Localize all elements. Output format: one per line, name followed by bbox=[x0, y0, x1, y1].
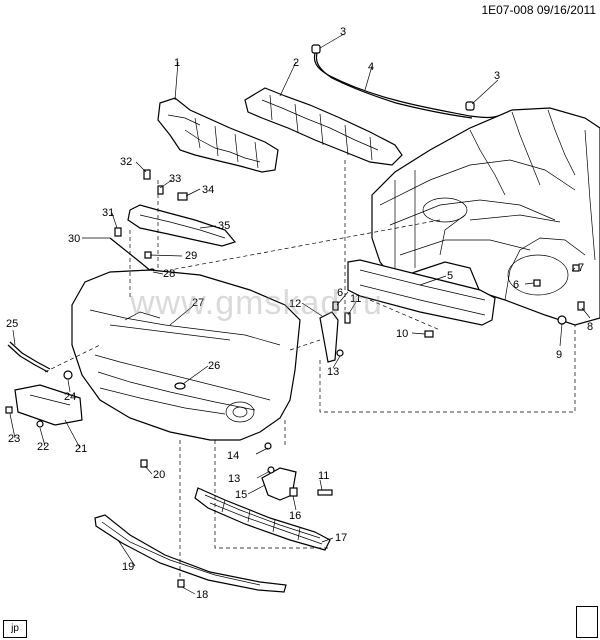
part-26-clip bbox=[174, 382, 186, 390]
part-35-bracket bbox=[127, 204, 237, 247]
part-10-bolt bbox=[424, 330, 434, 338]
part-8-bolt bbox=[577, 301, 585, 311]
callout-27: 27 bbox=[192, 297, 204, 309]
callout-labels: 1 2 3 3 4 5 6 6 7 8 9 10 11 11 12 13 13 … bbox=[6, 26, 593, 601]
callout-21: 21 bbox=[75, 443, 87, 455]
callout-25: 25 bbox=[6, 318, 18, 330]
alignment-lines bbox=[44, 160, 576, 580]
part-31-clip bbox=[114, 227, 122, 237]
callout-32: 32 bbox=[120, 156, 132, 168]
document-id: 1E07-008 09/16/2011 bbox=[481, 3, 596, 17]
callout-30: 30 bbox=[68, 233, 80, 245]
callout-6-right: 6 bbox=[513, 279, 519, 291]
part-16-bolt bbox=[289, 487, 298, 497]
callout-22: 22 bbox=[37, 441, 49, 453]
part-19-lower-spoiler bbox=[94, 514, 287, 593]
callout-1: 1 bbox=[174, 57, 180, 69]
callout-6-left: 6 bbox=[337, 287, 343, 299]
part-27-bumper-fascia bbox=[71, 269, 301, 441]
part-1-upper-fascia-support bbox=[157, 97, 279, 173]
part-22-fastener bbox=[36, 420, 44, 428]
part-24-clip bbox=[63, 370, 73, 380]
callout-11-upper: 11 bbox=[350, 293, 361, 305]
callout-10: 10 bbox=[396, 328, 408, 340]
part-23-fastener bbox=[5, 406, 13, 414]
callout-13-upper: 13 bbox=[327, 366, 339, 378]
part-34-label bbox=[177, 192, 188, 201]
callout-16: 16 bbox=[289, 510, 301, 522]
part-32-bolt bbox=[143, 169, 151, 180]
callout-35: 35 bbox=[218, 220, 230, 232]
leader-lines bbox=[9, 33, 591, 595]
callout-17: 17 bbox=[335, 532, 347, 544]
part-6-bolt-a bbox=[332, 301, 339, 311]
callout-5: 5 bbox=[447, 270, 453, 282]
callout-26: 26 bbox=[208, 360, 220, 372]
callout-15: 15 bbox=[235, 489, 247, 501]
callout-8: 8 bbox=[587, 321, 593, 333]
part-13-nut-a bbox=[336, 349, 344, 357]
callout-3-right: 3 bbox=[494, 70, 500, 82]
callout-33: 33 bbox=[169, 173, 181, 185]
part-7-bolt bbox=[572, 264, 580, 272]
callout-24: 24 bbox=[64, 391, 76, 403]
part-25-strip bbox=[7, 344, 49, 373]
callout-20: 20 bbox=[153, 469, 165, 481]
part-2-energy-absorber bbox=[244, 87, 403, 166]
part-14-clip bbox=[264, 442, 272, 450]
callout-12: 12 bbox=[289, 298, 301, 310]
callout-2: 2 bbox=[293, 57, 299, 69]
callout-23: 23 bbox=[8, 433, 20, 445]
callout-13-lower: 13 bbox=[228, 473, 240, 485]
callout-14: 14 bbox=[227, 450, 239, 462]
callout-19: 19 bbox=[122, 561, 134, 573]
vehicle-body-structure bbox=[371, 107, 600, 326]
callout-3-top: 3 bbox=[340, 26, 346, 38]
callout-7: 7 bbox=[578, 262, 584, 274]
callout-18: 18 bbox=[196, 589, 208, 601]
callout-4: 4 bbox=[368, 61, 374, 73]
part-11-bolt-a bbox=[344, 312, 351, 324]
part-18-fastener bbox=[177, 579, 185, 588]
part-33-bolt bbox=[157, 185, 164, 195]
callout-31: 31 bbox=[102, 207, 114, 219]
part-9-nut bbox=[557, 315, 567, 325]
callout-11-lower: 11 bbox=[318, 470, 329, 482]
part-12-bracket bbox=[319, 311, 339, 363]
corner-tag: jp bbox=[3, 620, 27, 638]
callout-34: 34 bbox=[202, 184, 214, 196]
part-13-nut-b bbox=[267, 466, 275, 474]
part-30-rod bbox=[109, 237, 153, 273]
part-6-bolt-b bbox=[533, 279, 541, 287]
callout-28: 28 bbox=[163, 268, 175, 280]
callout-29: 29 bbox=[185, 250, 197, 262]
callout-9: 9 bbox=[556, 349, 562, 361]
publisher-logo bbox=[576, 606, 598, 638]
part-3-clip-a bbox=[311, 44, 321, 54]
part-20-fastener bbox=[140, 459, 148, 468]
part-21-plate-bracket bbox=[14, 384, 83, 426]
part-17-lower-grille bbox=[194, 487, 331, 551]
watermark: www.gmskad.ru bbox=[130, 284, 383, 322]
part-4-wire bbox=[313, 49, 499, 119]
part-11-bolt-b bbox=[317, 489, 333, 496]
